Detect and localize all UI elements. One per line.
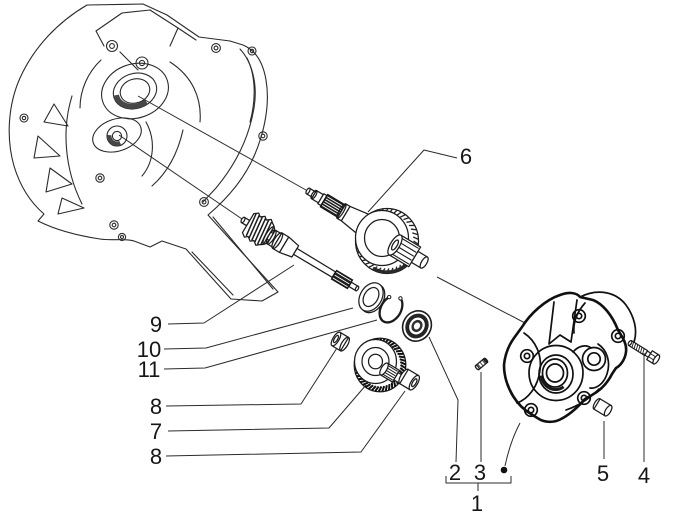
callout-6-label: 6 [460, 144, 472, 169]
leader-11 [163, 319, 378, 370]
gearbox-cover-1 [502, 291, 637, 424]
assembly-axis-lines [118, 95, 526, 324]
callout-2-label: 2 [449, 460, 461, 485]
leader-8b [165, 390, 406, 457]
callout-1-label: 1 [471, 491, 483, 516]
callout-7-label: 7 [150, 419, 162, 444]
bush-8-lower [398, 368, 421, 391]
leader-2 [428, 336, 459, 463]
callout-11-label: 11 [138, 357, 161, 382]
group-bracket-1 [445, 476, 512, 491]
cover-bolt-holes [519, 308, 626, 418]
leader-10 [163, 307, 354, 350]
circlip-11 [378, 294, 404, 324]
pinion-shaft-9 [240, 212, 360, 292]
crankcase-bolt-holes [19, 43, 268, 242]
bush-8-upper [330, 331, 351, 352]
callout-4-label: 4 [638, 463, 650, 488]
plug-5 [592, 398, 613, 417]
shim-washer-10 [358, 282, 386, 314]
leader-9 [167, 264, 295, 325]
leader-8a [165, 347, 338, 407]
crankcase-drawing [8, 3, 279, 302]
assembly-dot [500, 466, 508, 474]
callout-labels: 6 9 10 11 8 7 8 2 3 1 5 4 [137, 144, 650, 516]
leader-6 [367, 149, 458, 213]
callout-3-label: 3 [474, 460, 486, 485]
leader-7 [167, 384, 367, 432]
callout-10-label: 10 [137, 337, 161, 362]
flanged-screw-4 [627, 340, 661, 365]
gear-shaft-6 [305, 187, 429, 275]
leader-dot [504, 422, 521, 467]
intermediate-gear-7 [353, 337, 407, 393]
callout-9-label: 9 [150, 312, 162, 337]
callout-8a-label: 8 [150, 394, 162, 419]
leader-lines [163, 149, 645, 491]
ball-bearing-2 [401, 310, 433, 342]
callout-8b-label: 8 [150, 444, 162, 469]
dowel-pin-3 [474, 357, 489, 371]
callout-5-label: 5 [597, 461, 609, 486]
